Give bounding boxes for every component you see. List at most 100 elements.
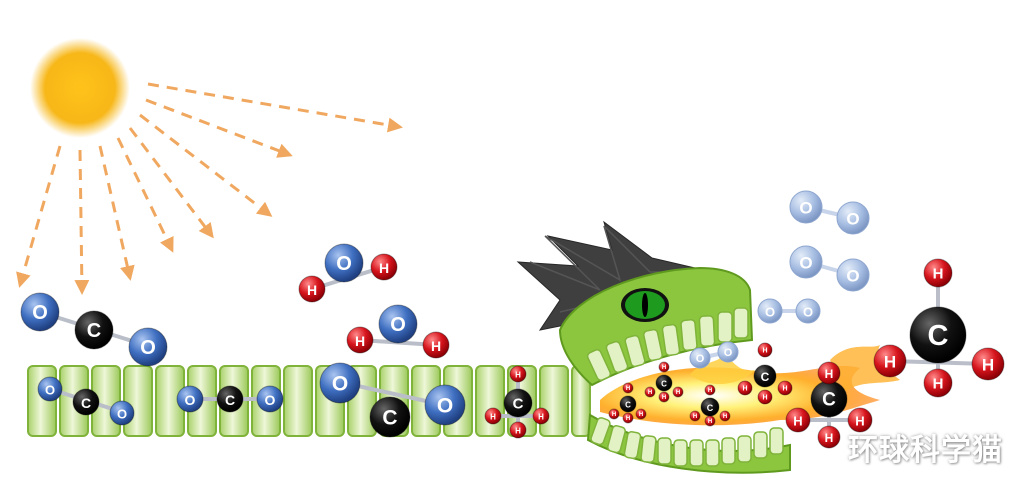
atom-symbol: H xyxy=(884,353,896,372)
monster-lower-teeth xyxy=(590,417,784,467)
atom-symbol: H xyxy=(933,266,944,283)
oxygen-atom: O xyxy=(128,327,168,367)
atom-symbol: O xyxy=(140,337,156,359)
atom-symbol: O xyxy=(765,305,775,320)
oxygen-atom: O xyxy=(795,298,821,324)
carbon-atom: C xyxy=(810,380,848,418)
atom-symbol: H xyxy=(982,356,994,375)
hydrogen-atom: H xyxy=(757,342,773,358)
atom-symbol: O xyxy=(724,347,733,359)
hydrogen-atom: H xyxy=(484,407,502,425)
atom-symbol: C xyxy=(225,392,235,408)
hydrogen-atom: H xyxy=(817,361,841,385)
cell xyxy=(283,365,313,437)
atom-symbol: H xyxy=(855,414,864,429)
atom-symbol: O xyxy=(803,305,813,320)
hydrogen-atom: H xyxy=(757,389,773,405)
oxygen-atom: O xyxy=(689,347,711,369)
atom-symbol: H xyxy=(515,427,521,436)
sun-rays xyxy=(16,82,403,295)
atom-symbol: C xyxy=(382,407,397,430)
atom-symbol: O xyxy=(846,210,859,229)
atom-symbol: H xyxy=(708,388,712,394)
atom-symbol: H xyxy=(793,414,802,429)
carbon-atom: C xyxy=(369,396,411,438)
hydrogen-atom: H xyxy=(509,365,527,383)
atom-symbol: H xyxy=(648,390,652,396)
hydrogen-atom: H xyxy=(704,415,716,427)
atom-symbol: C xyxy=(513,396,524,413)
hydrogen-atom: H xyxy=(658,361,670,373)
sun-ray xyxy=(145,98,293,158)
atom-symbol: O xyxy=(32,302,48,324)
hydrogen-atom: H xyxy=(370,253,398,281)
hydrogen-atom: H xyxy=(622,382,634,394)
atom-symbol: H xyxy=(307,282,317,298)
sun-ray xyxy=(116,137,174,253)
atom-symbol: O xyxy=(799,254,812,273)
oxygen-atom: O xyxy=(836,201,870,235)
atom-symbol: H xyxy=(676,390,680,396)
hydrogen-atom: H xyxy=(847,407,873,433)
carbon-atom: C xyxy=(216,385,244,413)
oxygen-atom: O xyxy=(717,341,739,363)
oxygen-atom: O xyxy=(109,400,135,426)
atom-symbol: C xyxy=(761,370,770,384)
atom-symbol: H xyxy=(742,386,747,393)
hydrogen-atom: H xyxy=(422,331,450,359)
hydrogen-atom: H xyxy=(971,347,1005,381)
atom-symbol: O xyxy=(336,253,352,275)
atom-symbol: C xyxy=(81,395,91,411)
hydrogen-atom: H xyxy=(635,408,647,420)
oxygen-atom: O xyxy=(319,362,361,404)
carbon-atom: C xyxy=(503,388,533,418)
atom-symbol: O xyxy=(846,267,859,286)
hydrogen-atom: H xyxy=(622,412,634,424)
oxygen-atom: O xyxy=(836,258,870,292)
hydrogen-atom: H xyxy=(532,407,550,425)
atom-symbol: H xyxy=(782,386,787,393)
monster-eye xyxy=(621,288,669,322)
cell xyxy=(123,365,153,437)
hydrogen-atom: H xyxy=(689,410,701,422)
atom-symbol: C xyxy=(822,390,836,411)
atom-symbol: C xyxy=(87,320,101,342)
atom-symbol: H xyxy=(612,412,616,418)
carbon-atom: C xyxy=(74,310,114,350)
oxygen-atom: O xyxy=(324,243,364,283)
hydrogen-atom: H xyxy=(923,258,953,288)
atom-symbol: H xyxy=(490,413,496,422)
atom-symbol: H xyxy=(662,395,666,401)
carbon-atom: C xyxy=(619,395,637,413)
watermark: 环球科学猫 xyxy=(848,433,1003,468)
oxygen-atom: O xyxy=(757,298,783,324)
oxygen-atom: O xyxy=(789,245,823,279)
hydrogen-atom: H xyxy=(658,391,670,403)
atom-symbol: H xyxy=(933,376,944,393)
atom-symbol: H xyxy=(762,348,767,355)
hydrogen-atom: H xyxy=(704,384,716,396)
atom-symbol: C xyxy=(928,320,949,352)
atom-symbol: H xyxy=(662,365,666,371)
monster-upper-teeth xyxy=(586,307,749,381)
monster-upper-jaw xyxy=(558,266,754,387)
atom-symbol: H xyxy=(538,413,544,422)
carbon-atom: C xyxy=(700,397,720,417)
sun-ray xyxy=(98,145,135,281)
atom-symbol: O xyxy=(437,395,453,418)
atom-symbol: O xyxy=(185,392,196,408)
hydrogen-atom: H xyxy=(873,344,907,378)
atom-symbol: H xyxy=(639,412,643,418)
oxygen-atom: O xyxy=(378,304,418,344)
atom-symbol: O xyxy=(117,407,127,422)
hydrogen-atom: H xyxy=(509,421,527,439)
atom-symbol: H xyxy=(723,414,727,420)
hydrogen-atom: H xyxy=(719,410,731,422)
atom-symbol: H xyxy=(825,367,834,381)
atom-symbol: H xyxy=(515,371,521,380)
atom-symbol: H xyxy=(762,395,767,402)
atom-symbol: H xyxy=(708,419,712,425)
hydrogen-atom: H xyxy=(644,386,656,398)
hydrogen-atom: H xyxy=(298,275,326,303)
